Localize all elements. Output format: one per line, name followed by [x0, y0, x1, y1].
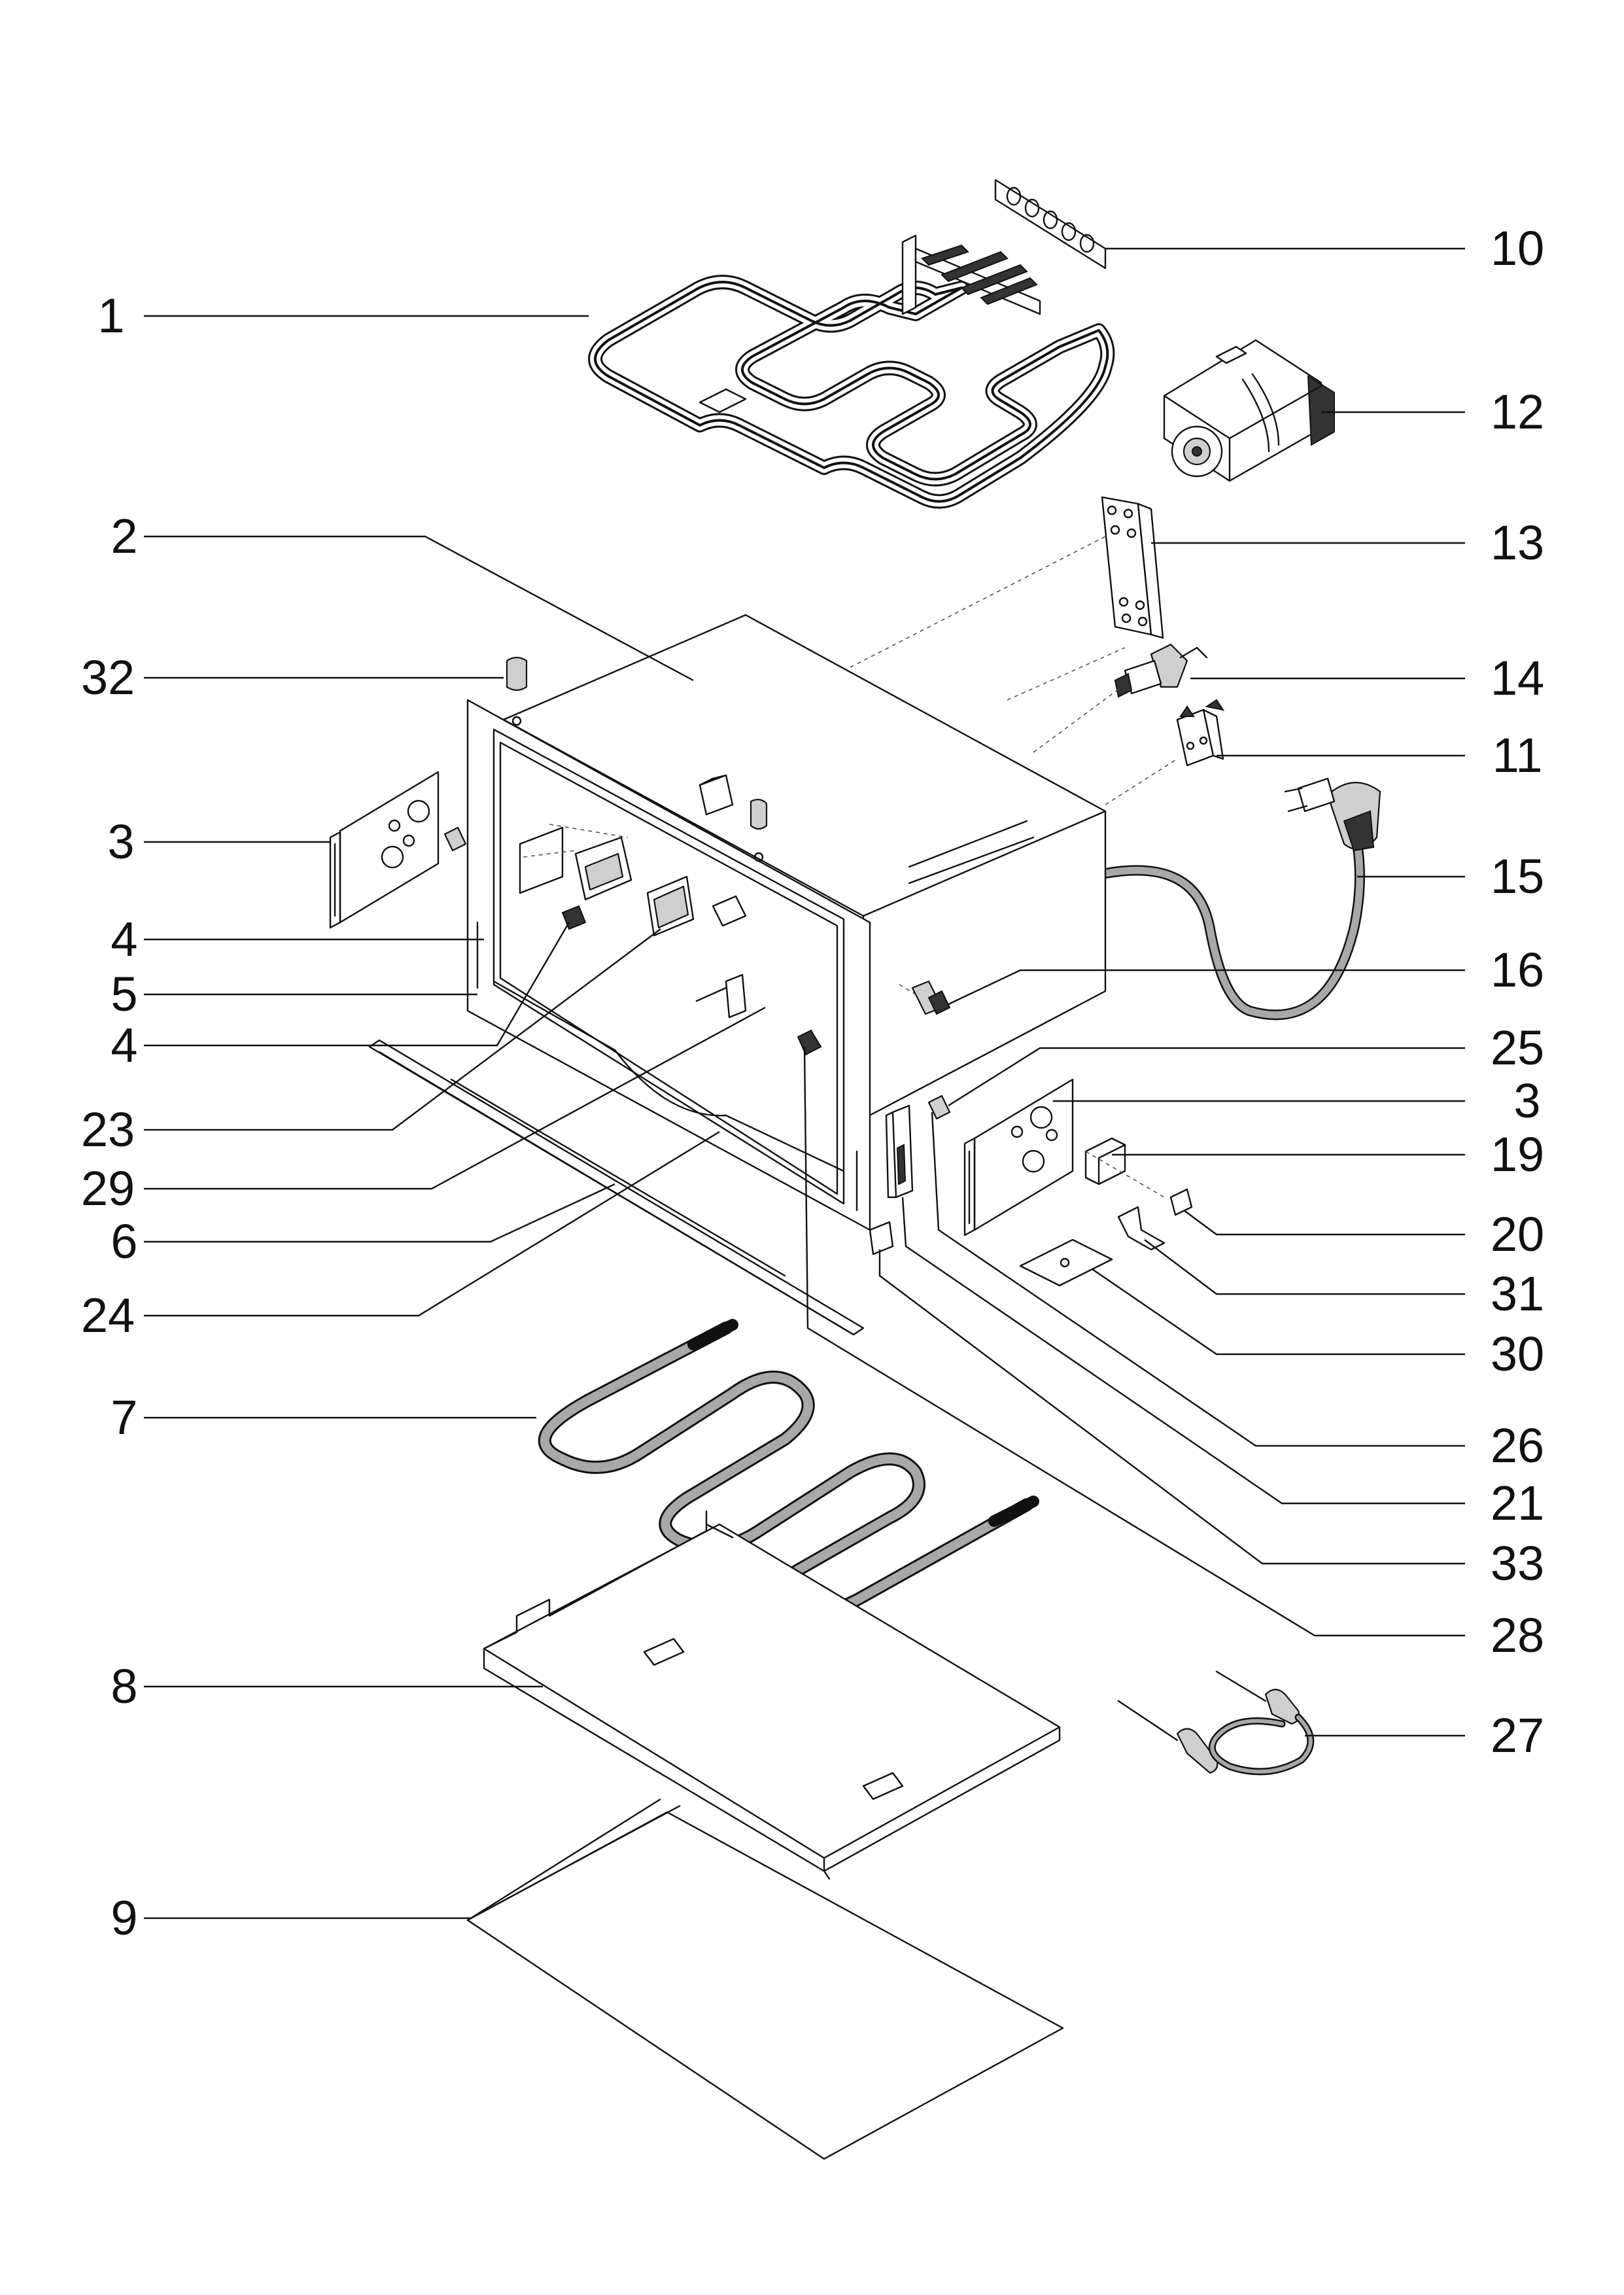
side-plate-right	[963, 1078, 1074, 1236]
callout-5: 5	[111, 967, 137, 1021]
callout-6: 6	[111, 1214, 137, 1269]
callout-4-upper: 4	[111, 912, 137, 966]
small-brackets	[1019, 1137, 1193, 1287]
side-plate-left	[329, 771, 467, 929]
callout-11: 11	[1493, 728, 1543, 782]
callout-16: 16	[1491, 943, 1544, 997]
assembly-guides	[523, 536, 1178, 1198]
callout-32: 32	[81, 650, 135, 705]
callout-13: 13	[1491, 516, 1544, 570]
leader-lines	[144, 247, 1465, 1919]
switch	[1176, 699, 1225, 767]
callout-26: 26	[1491, 1418, 1544, 1473]
hinge-parts	[869, 1095, 951, 1255]
callout-14: 14	[1491, 651, 1544, 705]
meat-probe	[1117, 1670, 1315, 1776]
mounting-plate	[1101, 496, 1164, 639]
callout-10: 10	[1491, 221, 1544, 275]
callout-30: 30	[1491, 1327, 1544, 1381]
terminal-strip	[994, 179, 1107, 270]
callout-24: 24	[81, 1288, 135, 1342]
grill-heating-element	[588, 234, 1115, 509]
callout-23: 23	[81, 1102, 135, 1157]
callout-9: 9	[111, 1891, 137, 1945]
callout-numbers: 1 2 32 3 4 5 4 23 29 6 24 7 8 9 10 12 13…	[81, 221, 1544, 1945]
callout-15: 15	[1491, 849, 1544, 903]
bottom-tray	[483, 1510, 1061, 1880]
power-cord	[1100, 777, 1381, 1021]
callout-28: 28	[1491, 1608, 1544, 1662]
callout-27: 27	[1491, 1708, 1544, 1762]
callout-3-left: 3	[107, 815, 134, 869]
front-rail	[368, 1039, 865, 1336]
lamp-holder	[911, 980, 951, 1015]
callout-7: 7	[111, 1390, 137, 1445]
spacer	[506, 656, 528, 692]
callout-1: 1	[97, 289, 124, 343]
callout-4-lower: 4	[111, 1018, 137, 1072]
callout-19: 19	[1491, 1127, 1544, 1182]
callout-12: 12	[1491, 385, 1544, 439]
callout-20: 20	[1491, 1207, 1544, 1261]
oven-cavity	[466, 614, 1107, 1231]
callout-2: 2	[111, 509, 137, 563]
fan-motor	[1163, 339, 1335, 482]
callout-21: 21	[1491, 1476, 1544, 1530]
callout-8: 8	[111, 1659, 137, 1713]
callout-31: 31	[1491, 1267, 1544, 1321]
callout-29: 29	[81, 1161, 135, 1216]
thermostat	[1114, 643, 1208, 698]
callout-3-right: 3	[1513, 1074, 1540, 1128]
callout-25: 25	[1491, 1021, 1544, 1075]
callout-33: 33	[1491, 1536, 1544, 1590]
